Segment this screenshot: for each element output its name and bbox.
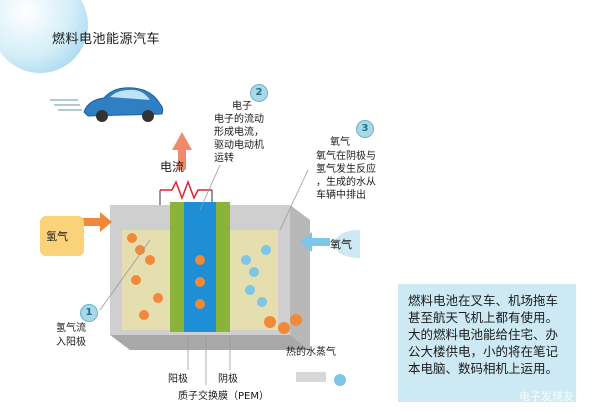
- step-3-badge: 3: [356, 120, 374, 138]
- current-up-arrow: [172, 132, 192, 170]
- steam-label: 热的水蒸气: [286, 347, 336, 358]
- step-2-line-4: 驱动电动机: [214, 140, 264, 151]
- step-2-line-5: 运转: [214, 153, 234, 164]
- cathode-label: 阴极: [218, 374, 238, 385]
- step-1-badge: 1: [80, 304, 98, 322]
- step-3-line-2: 氧气在阴极与: [316, 151, 376, 162]
- step-1-line-2: 入阳极: [56, 337, 86, 348]
- step-1-line-1: 氢气流: [56, 323, 86, 334]
- resistor-icon: [160, 179, 212, 201]
- anode-label: 阳极: [168, 374, 188, 385]
- diagram-title: 燃料电池能源汽车: [52, 32, 161, 47]
- fuel-cell-diagram: [80, 132, 360, 386]
- corner-bubble: [0, 0, 88, 73]
- oxygen-label: 氧气: [330, 238, 352, 251]
- step-3-line-1: 氧气: [330, 137, 350, 148]
- pem-label: 质子交换膜（PEM）: [178, 391, 269, 402]
- car-icon: [50, 87, 164, 122]
- watermark: 电子发烧友: [519, 390, 574, 403]
- step-2-line-1: 电子: [232, 101, 252, 112]
- step-2-badge: 2: [250, 84, 268, 102]
- hydrogen-label: 氢气: [46, 230, 68, 243]
- hydrogen-tag: [40, 216, 84, 256]
- step-3-line-3: 氢气发生反应: [316, 164, 376, 175]
- current-label: 电流: [160, 160, 185, 174]
- info-box: 燃料电池在叉车、机场拖车甚至航天飞机上都有使用。大的燃料电池能给住宅、办公大楼供…: [398, 284, 576, 402]
- step-3-line-5: 车辆中排出: [316, 190, 366, 201]
- step-2-line-3: 形成电流，: [214, 127, 264, 138]
- step-3-line-4: ，生成的水从: [316, 177, 376, 188]
- step-2-line-2: 电子的流动: [214, 114, 264, 125]
